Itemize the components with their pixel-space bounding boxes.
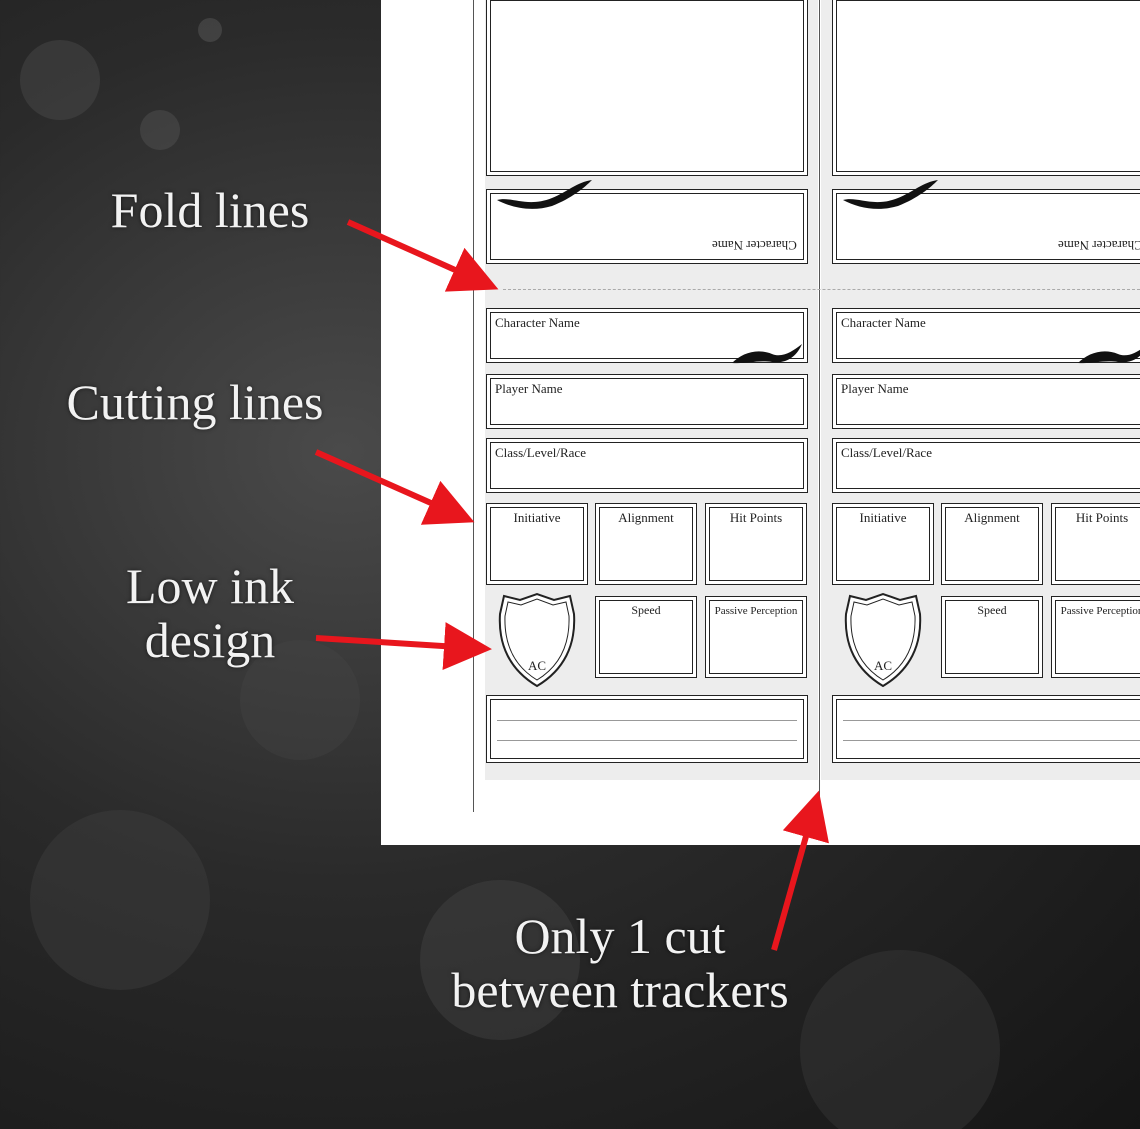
banner-swash-icon [497,180,592,209]
cut-arrow [314,449,475,525]
one-cut-caption-line2: between trackers [451,962,789,1018]
armor-class-shield: AC [838,590,928,690]
fold-lines-caption: Fold lines [110,182,310,238]
player-name-label: Player Name [495,381,563,396]
initiative-box: Initiative [486,503,588,585]
notes-box [832,695,1140,763]
cut-line-middle [819,0,820,812]
fold-line [503,289,1140,290]
shield-icon [498,592,576,688]
name-tent-box-upside-down: Character Name [832,180,1140,264]
banner-swash-icon [843,180,938,209]
class-level-race-label: Class/Level/Race [495,445,586,460]
alignment-box: Alignment [595,503,697,585]
printable-sheet: Character Name Character Name Player Nam… [381,0,1140,845]
character-name-label: Character Name [495,315,580,330]
class-level-race-field: Class/Level/Race [832,438,1140,493]
character-name-label: Character Name [841,315,926,330]
armor-class-shield: AC [492,590,582,690]
portrait-box [832,0,1140,176]
name-tent-box-upside-down: Character Name [486,180,808,264]
hit-points-label: Hit Points [1075,510,1129,525]
passive-perception-box: Passive Perception [1051,596,1140,678]
fold-arrow [346,219,499,292]
hit-points-box: Hit Points [1051,503,1140,585]
notes-box [486,695,808,763]
low-ink-arrow [315,622,492,671]
hit-points-box: Hit Points [705,503,807,585]
player-name-field: Player Name [832,374,1140,429]
speed-label: Speed [631,603,661,617]
banner-swash-icon [732,344,802,364]
character-name-field: Character Name [832,308,1140,364]
alignment-label: Alignment [964,510,1020,525]
speed-label: Speed [977,603,1007,617]
portrait-box [486,0,808,176]
notes-rule [497,720,797,721]
passive-perception-label: Passive Perception [1060,605,1140,617]
one-cut-arrow [771,790,829,951]
character-name-field: Character Name [486,308,808,364]
notes-rule [843,720,1140,721]
player-name-label: Player Name [841,381,909,396]
speed-box: Speed [595,596,697,678]
class-level-race-field: Class/Level/Race [486,438,808,493]
low-ink-caption-line1: Low ink [125,558,295,614]
ac-label: AC [873,658,893,673]
cut-line-left [473,0,474,812]
ac-label: AC [527,658,547,673]
alignment-label: Alignment [618,510,674,525]
initiative-label: Initiative [859,510,907,525]
low-ink-caption-line2: design [144,612,276,668]
one-cut-caption-line1: Only 1 cut [514,908,726,964]
notes-rule [843,740,1140,741]
shield-icon [844,592,922,688]
speed-box: Speed [941,596,1043,678]
cutting-lines-caption: Cutting lines [66,374,324,430]
banner-swash-icon [1078,349,1140,364]
initiative-label: Initiative [513,510,561,525]
alignment-box: Alignment [941,503,1043,585]
passive-perception-label: Passive Perception [714,605,798,617]
initiative-box: Initiative [832,503,934,585]
notes-rule [497,740,797,741]
passive-perception-box: Passive Perception [705,596,807,678]
player-name-field: Player Name [486,374,808,429]
class-level-race-label: Class/Level/Race [841,445,932,460]
hit-points-label: Hit Points [729,510,783,525]
